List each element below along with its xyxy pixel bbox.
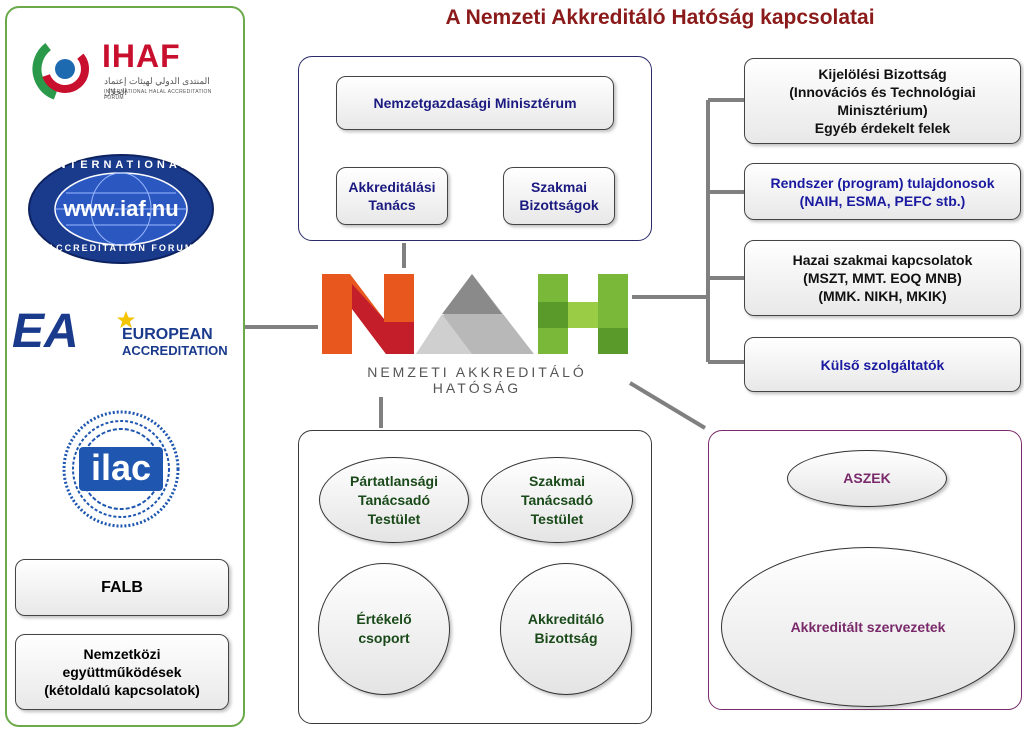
ilac-logo: ilac <box>59 409 183 529</box>
star-icon <box>117 311 135 328</box>
iaf-ring-bottom: ACCREDITATION FORUM <box>47 243 195 253</box>
nah-caption: NEMZETI AKKREDITÁLÓ HATÓSÁG <box>367 364 587 396</box>
aszek-label: ASZEK <box>843 470 891 486</box>
falb-label: FALB <box>101 578 143 596</box>
committees-line-2: Bizottságok <box>519 197 599 213</box>
partatlansagi-line-1: Pártatlansági <box>350 472 438 489</box>
ea-logo: EA EUROPEAN ACCREDITATION <box>12 305 228 362</box>
international-panel <box>5 6 245 727</box>
international-line-1: Nemzetközi <box>83 646 161 662</box>
partatlansagi-line-3: Testület <box>367 510 421 527</box>
aszek-ellipse: ASZEK <box>787 450 947 507</box>
ihaf-subtitle: INTERNATIONAL HALAL ACCREDITATION FORUM <box>104 89 212 101</box>
akkreditalo-ellipse: Akkreditáló Bizottság <box>500 563 632 695</box>
szakmai-line-3: Testület <box>530 510 584 527</box>
kijelolesi-line-1: Kijelölési Bizottság <box>818 66 947 82</box>
kijelolesi-line-2: (Innovációs és Technológiai <box>789 84 976 100</box>
akkreditalo-line-1: Akkreditáló <box>527 611 605 627</box>
ihaf-arabic: المنتدى الدولي لهيئات إعتماد الحلال <box>104 76 210 97</box>
iaf-logo: INTERNATIONAL www.iaf.nu ACCREDITATION F… <box>26 153 216 265</box>
hazai-line-3: (MMK. NIKH, MKIK) <box>818 288 947 304</box>
committees-line-1: Szakmai <box>530 179 588 195</box>
szakmai-line-2: Tanácsadó <box>520 491 594 508</box>
kijelolesi-line-4: Egyéb érdekelt felek <box>814 120 951 136</box>
ertekelo-line-2: csoport <box>358 630 410 646</box>
rendszer-line-2: (NAIH, ESMA, PEFC stb.) <box>799 192 966 209</box>
iaf-ring-top: INTERNATIONAL <box>50 159 192 171</box>
hazai-line-2: (MSZT, MMT. EOQ MNB) <box>803 270 962 286</box>
rendszer-box: Rendszer (program) tulajdonosok (NAIH, E… <box>744 163 1021 220</box>
ertekelo-line-1: Értékelő <box>356 611 412 627</box>
international-line-3: (kétoldalú kapcsolatok) <box>44 682 200 698</box>
kijelolesi-box: Kijelölési Bizottság (Innovációs és Tech… <box>744 58 1021 144</box>
iaf-url: www.iaf.nu <box>63 196 179 221</box>
szakmai-line-1: Szakmai <box>528 472 586 489</box>
ea-mark: EA <box>12 305 79 358</box>
ministry-label: Nemzetgazdasági Minisztérum <box>373 95 577 111</box>
council-line-1: Akkreditálási <box>348 179 436 195</box>
kulso-label: Külső szolgáltatók <box>820 356 945 373</box>
committees-box: Szakmai Bizottságok <box>503 167 615 225</box>
ertekelo-ellipse: Értékelő csoport <box>318 563 450 695</box>
ihaf-logo: IHAF المنتدى الدولي لهيئات إعتماد الحلال… <box>32 36 222 102</box>
partatlansagi-line-2: Tanácsadó <box>357 491 431 508</box>
ea-line1: EUROPEAN <box>122 326 213 343</box>
hazai-box: Hazai szakmai kapcsolatok (MSZT, MMT. EO… <box>744 240 1021 316</box>
ilac-name: ilac <box>90 447 152 488</box>
rendszer-line-1: Rendszer (program) tulajdonosok <box>770 174 995 191</box>
ea-line2: ACCREDITATION <box>122 343 228 358</box>
hazai-line-1: Hazai szakmai kapcsolatok <box>792 252 973 268</box>
partatlansagi-ellipse: Pártatlansági Tanácsadó Testület <box>319 457 469 543</box>
nah-letters-icon <box>322 274 628 354</box>
council-line-2: Tanács <box>368 197 416 213</box>
akkreditalo-line-2: Bizottság <box>534 630 598 646</box>
connector-diagonal <box>628 381 707 430</box>
kulso-box: Külső szolgáltatók <box>744 337 1021 392</box>
diagram-title: A Nemzeti Akkreditáló Hatóság kapcsolata… <box>445 6 875 29</box>
akkreditalt-label: Akkreditált szervezetek <box>790 618 946 635</box>
international-cooperation-box: Nemzetközi együttműködések (kétoldalú ka… <box>15 634 229 710</box>
international-line-2: együttműködések <box>62 664 182 680</box>
falb-box: FALB <box>15 559 229 616</box>
ihaf-name: IHAF <box>102 38 181 74</box>
kijelolesi-line-3: Minisztérium) <box>837 102 928 118</box>
akkreditalt-ellipse: Akkreditált szervezetek <box>721 547 1015 707</box>
ihaf-emblem-icon <box>32 36 98 102</box>
ministry-box: Nemzetgazdasági Minisztérum <box>336 76 614 130</box>
nah-logo: NEMZETI AKKREDITÁLÓ HATÓSÁG <box>322 274 632 396</box>
szakmai-ellipse: Szakmai Tanácsadó Testület <box>481 457 633 543</box>
council-box: Akkreditálási Tanács <box>336 167 448 225</box>
